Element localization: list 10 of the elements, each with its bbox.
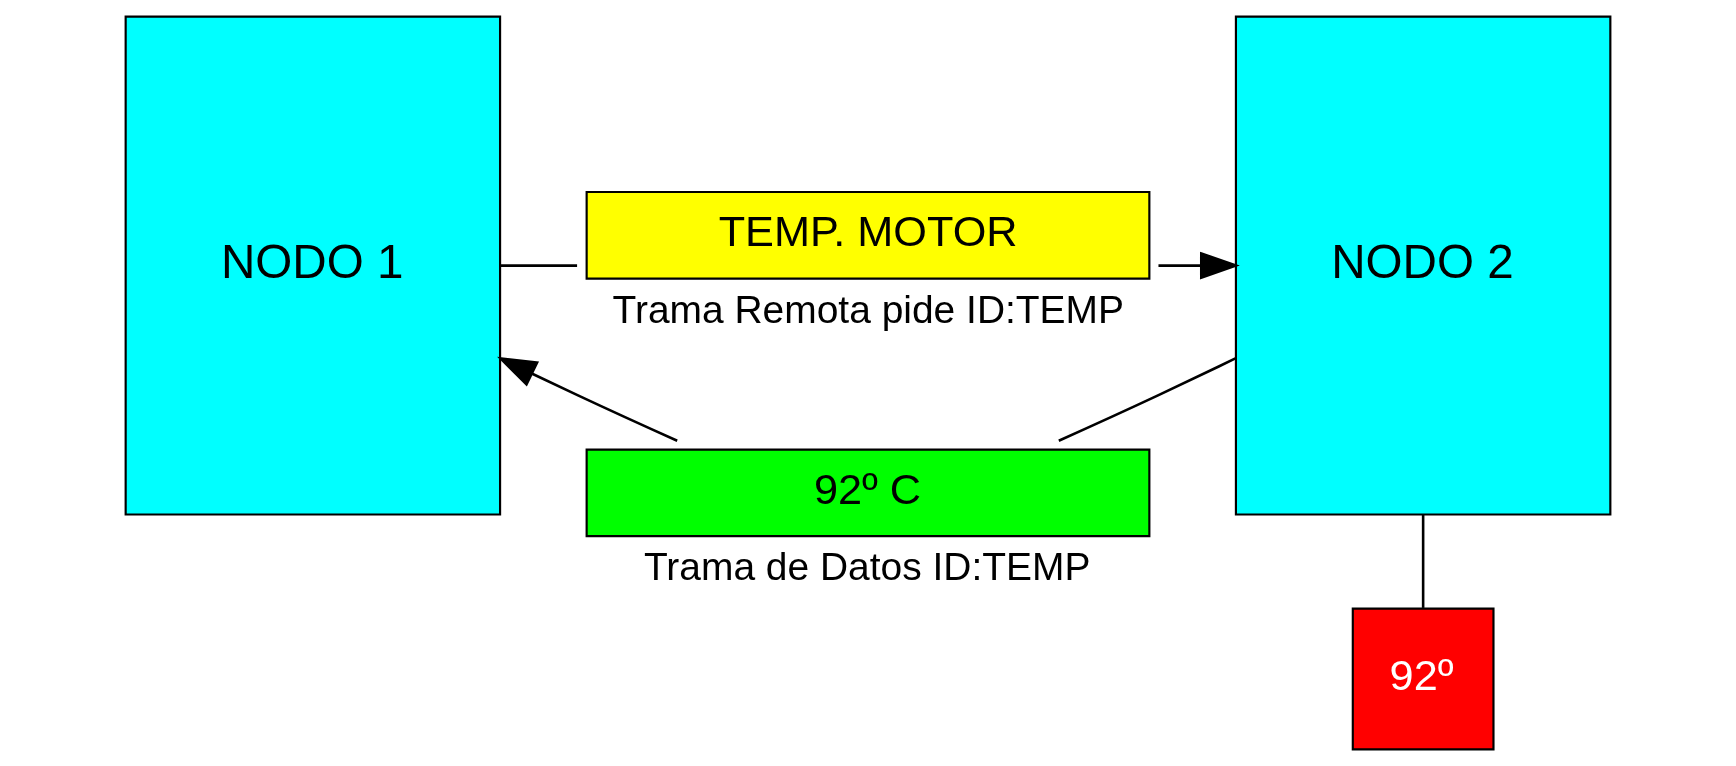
connector <box>1058 357 1236 442</box>
node-label: Trama de Datos ID:TEMP <box>644 545 1091 589</box>
connector <box>500 264 578 267</box>
node-box: NODO 2 <box>1234 15 1612 516</box>
connector <box>1421 515 1425 608</box>
node-box: 92º <box>1351 607 1495 751</box>
arrow <box>497 356 678 442</box>
node-box: NODO 1 <box>124 15 502 516</box>
node-label: Trama Remota pide ID:TEMP <box>612 287 1125 331</box>
arrow <box>1158 251 1240 280</box>
